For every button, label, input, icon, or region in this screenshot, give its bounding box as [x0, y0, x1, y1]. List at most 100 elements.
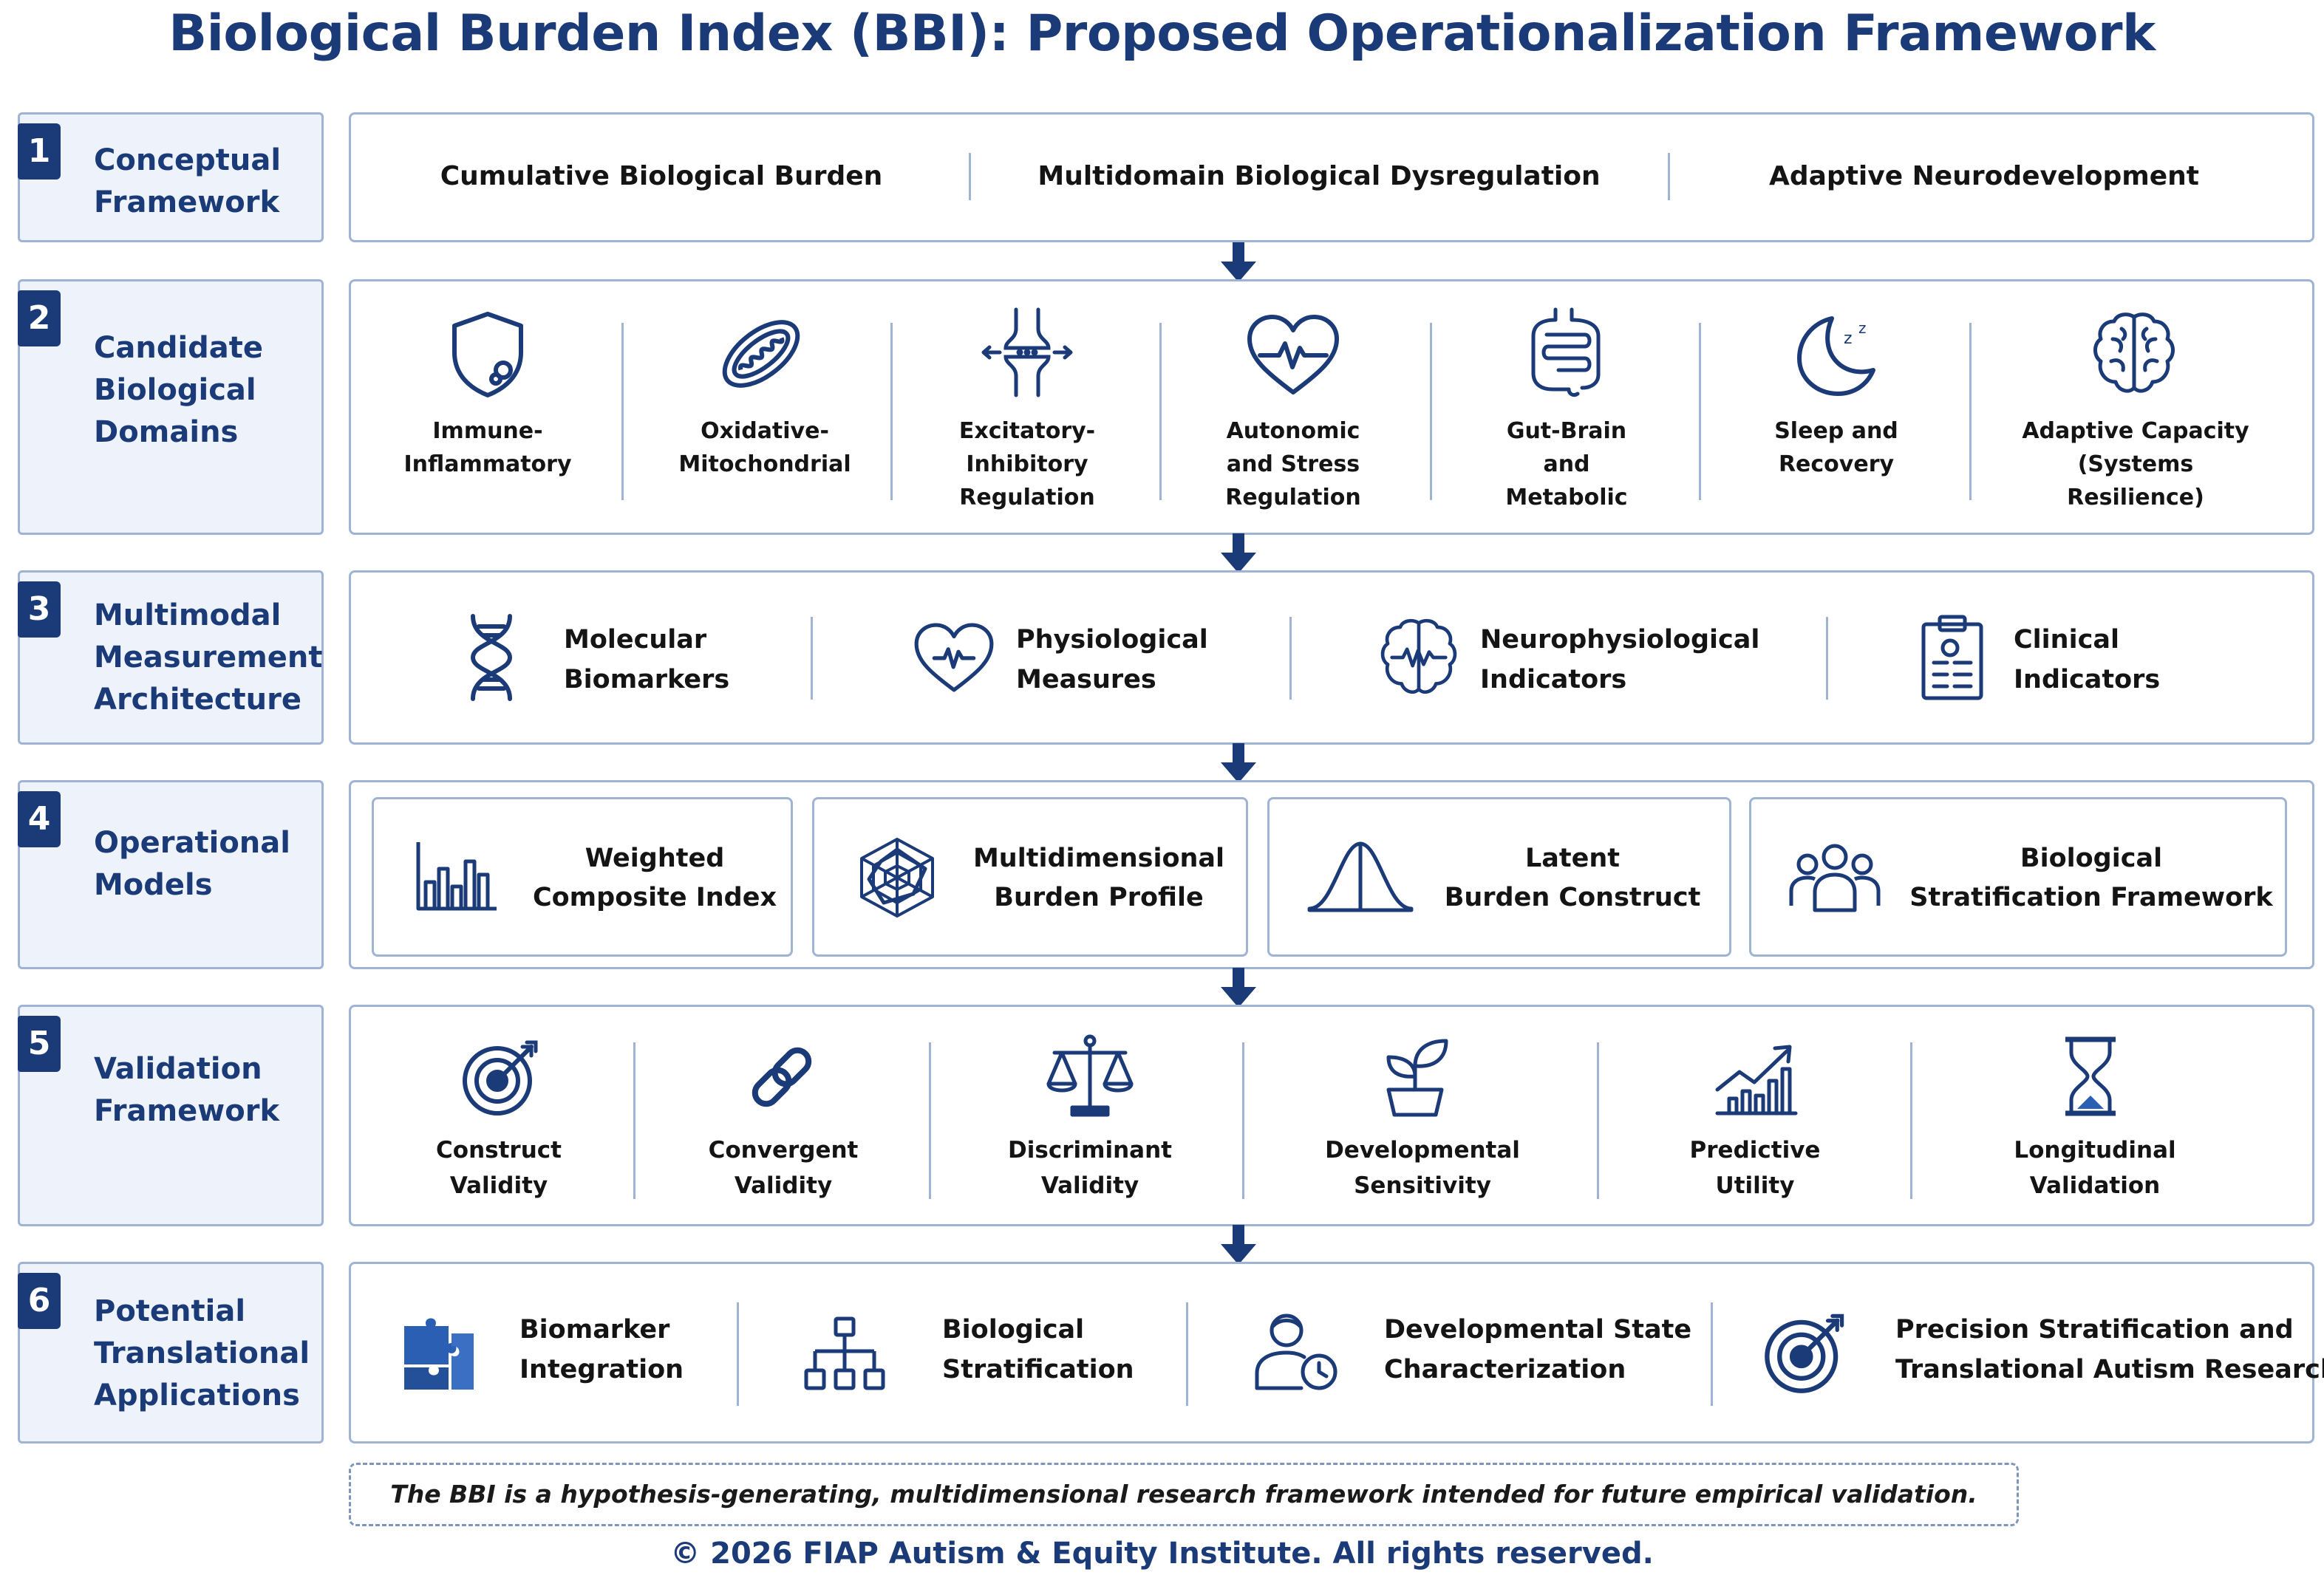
- flow-arrow-down-icon: [1218, 533, 1259, 575]
- flow-arrow-down-icon: [1218, 242, 1259, 284]
- row-content-box: Immune-Inflammatory Oxidative-Mitochondr…: [349, 279, 2314, 535]
- divider: [1711, 1302, 1713, 1406]
- svg-text:z: z: [1858, 319, 1867, 337]
- puzzle-icon: [400, 1311, 483, 1394]
- radar-chart-icon: [854, 835, 940, 920]
- divider: [1159, 323, 1162, 500]
- divider: [633, 1042, 635, 1199]
- concept-item: Multidomain Biological Dysregulation: [1037, 161, 1601, 191]
- divider: [1826, 617, 1828, 700]
- people-group-icon: [1788, 842, 1881, 913]
- dna-icon: [466, 613, 517, 702]
- chain-link-icon: [743, 1038, 821, 1116]
- divider: [621, 323, 624, 500]
- copyright-footer: © 2026 FIAP Autism & Equity Institute. A…: [670, 1537, 1654, 1571]
- clipboard-icon: [1919, 614, 1986, 701]
- divider: [1668, 153, 1670, 200]
- divider: [1969, 323, 1972, 500]
- divider: [1242, 1042, 1244, 1199]
- divider: [1910, 1042, 1912, 1199]
- synapse-icon: [979, 307, 1075, 398]
- disclaimer-note: The BBI is a hypothesis-generating, mult…: [349, 1463, 2019, 1526]
- row-number-badge: 4: [18, 791, 61, 847]
- flow-arrow-down-icon: [1218, 1225, 1259, 1266]
- brain-wave-icon: [1378, 615, 1459, 700]
- mitochondria-icon: [713, 311, 809, 396]
- divider: [969, 153, 971, 200]
- divider: [737, 1302, 739, 1406]
- page-title: Biological Burden Index (BBI): Proposed …: [168, 4, 2156, 63]
- divider: [929, 1042, 931, 1199]
- target-arrow-icon: [1762, 1310, 1848, 1395]
- divider: [890, 323, 893, 500]
- row-number-badge: 6: [18, 1273, 61, 1329]
- scales-icon: [1044, 1034, 1136, 1118]
- row-number-badge: 3: [18, 581, 61, 638]
- target-icon: [460, 1036, 542, 1118]
- row-number-badge: 2: [18, 290, 61, 346]
- svg-text:z: z: [1844, 329, 1853, 348]
- moon-icon: z z: [1790, 311, 1882, 398]
- intestine-icon: [1526, 307, 1607, 398]
- concept-item: Adaptive Neurodevelopment: [1769, 161, 2199, 191]
- divider: [1186, 1302, 1188, 1406]
- hourglass-icon: [2061, 1035, 2120, 1118]
- sprout-icon: [1378, 1036, 1452, 1118]
- brain-icon: [2090, 310, 2178, 398]
- domain-label: Immune-Inflammatory: [403, 418, 572, 477]
- bell-curve-icon: [1306, 839, 1414, 913]
- bar-chart-icon: [415, 841, 498, 912]
- divider: [811, 617, 813, 700]
- row-number-badge: 1: [18, 123, 61, 180]
- shield-icon: [447, 310, 528, 398]
- flow-arrow-down-icon: [1218, 968, 1259, 1009]
- heart-pulse-icon: [1245, 312, 1341, 397]
- flow-arrow-down-icon: [1218, 743, 1259, 785]
- row-content-box: Cumulative Biological Burden Multidomain…: [349, 112, 2314, 242]
- concept-item: Cumulative Biological Burden: [440, 161, 883, 191]
- hierarchy-icon: [802, 1316, 887, 1393]
- person-clock-icon: [1253, 1310, 1341, 1393]
- divider: [1699, 323, 1701, 500]
- divider: [1597, 1042, 1599, 1199]
